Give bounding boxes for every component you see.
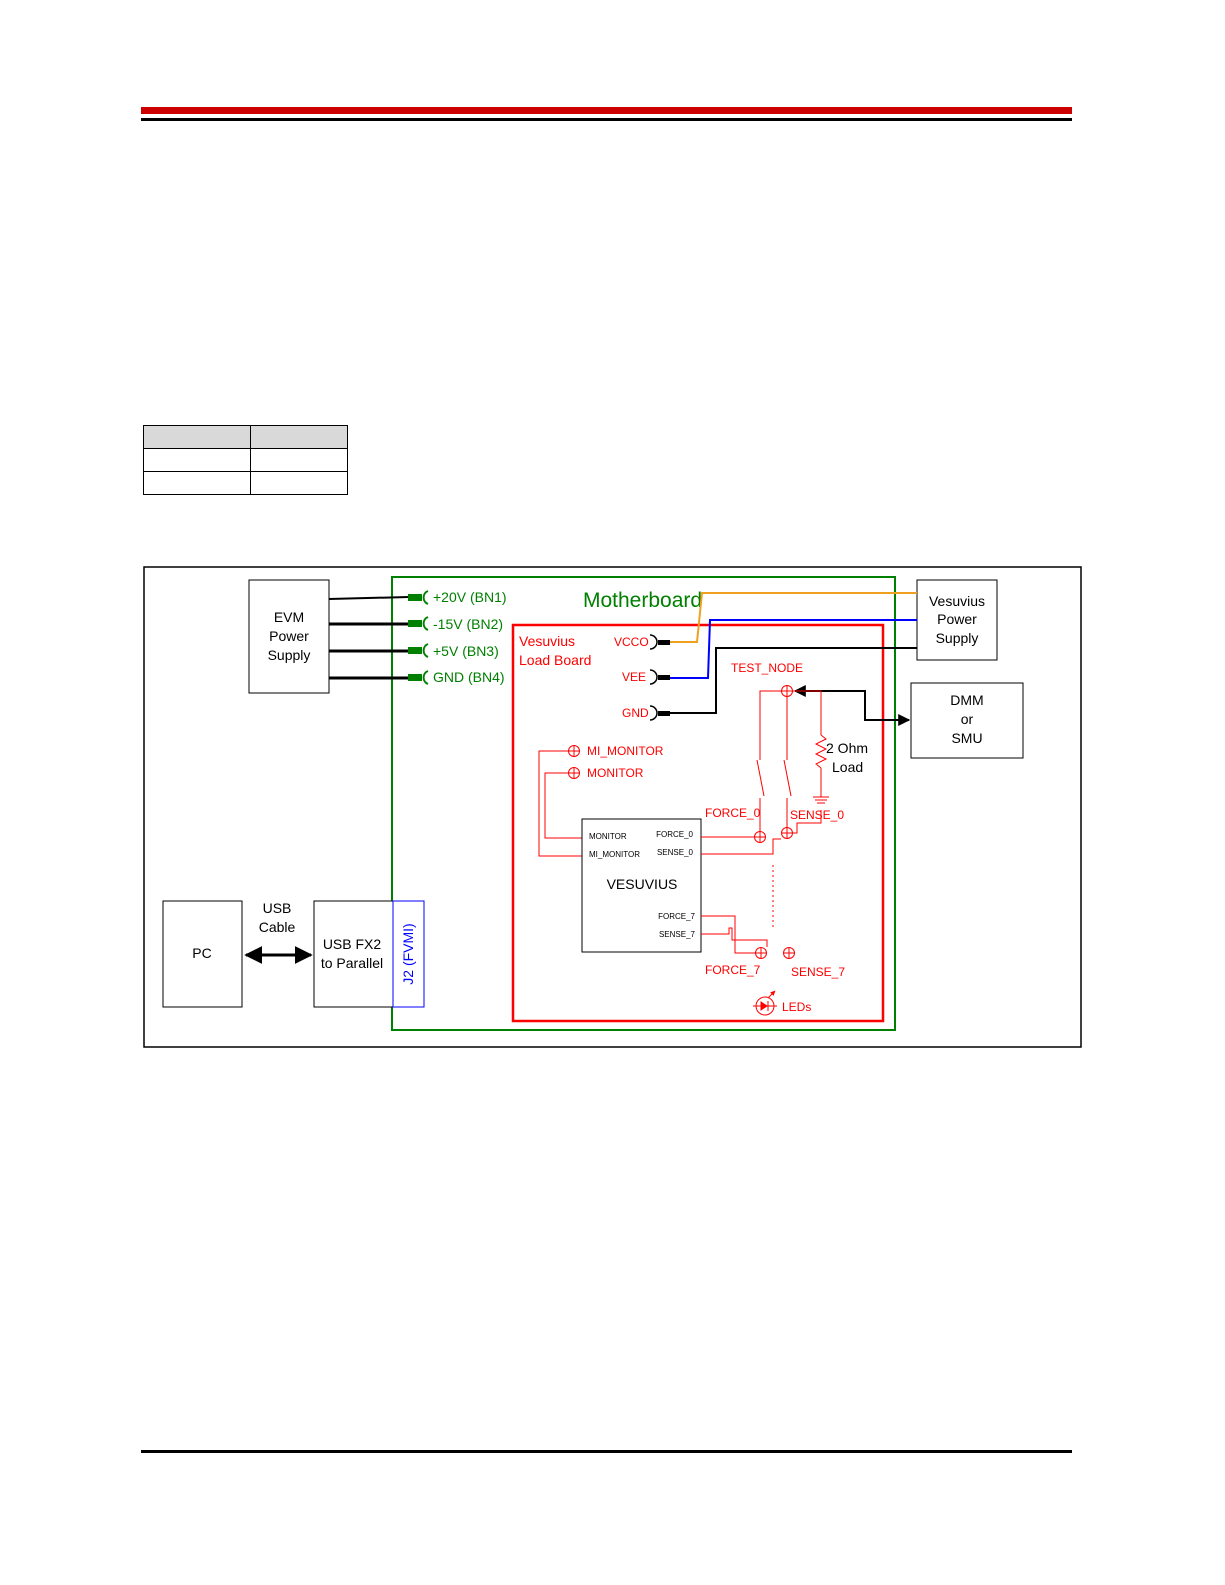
test-node-label: TEST_NODE [731, 661, 803, 675]
evm-power-supply-label-2: Power [269, 628, 309, 644]
force-0-label: FORCE_0 [705, 806, 761, 820]
chip-pin-sense-7: SENSE_7 [659, 930, 696, 939]
monitor-wiring [538, 750, 583, 857]
chip-output-wiring [701, 836, 781, 954]
force-7-label: FORCE_7 [705, 963, 761, 977]
vesuvius-chip-label: VESUVIUS [607, 876, 678, 892]
evm-power-supply-box [248, 579, 330, 694]
table-cell [143, 425, 251, 449]
supply-pin-connectors [649, 634, 670, 721]
chip-pin-monitor: MONITOR [589, 832, 627, 841]
table-cell [250, 448, 348, 472]
load-label-1: 2 Ohm [826, 740, 868, 756]
vesuvius-power-supply-label-1: Vesuvius [929, 593, 985, 609]
sense-0-label: SENSE_0 [790, 808, 844, 822]
vcco-wire [670, 592, 917, 643]
motherboard-label: Motherboard [583, 589, 702, 612]
connector-bn3-label: +5V (BN3) [433, 643, 499, 659]
gnd-pin-label: GND [622, 706, 649, 720]
vesuvius-chip [581, 818, 702, 953]
mi-monitor-label: MI_MONITOR [587, 744, 664, 758]
table-header-row [143, 425, 348, 449]
dmm-smu-box [910, 682, 1024, 759]
table-cell [250, 425, 348, 449]
gnd-wire [670, 647, 917, 714]
dmm-smu-label-1: DMM [950, 692, 983, 708]
sense-7-label: SENSE_7 [791, 965, 845, 979]
vee-wire [670, 619, 917, 679]
pc-label: PC [192, 945, 211, 961]
relay-wiring [756, 690, 829, 834]
connector-bn4-label: GND (BN4) [433, 669, 505, 685]
connector-bn1-label: +20V (BN1) [433, 589, 507, 605]
table-row [143, 471, 348, 495]
j2-connector-label: J2 (FVMI) [400, 923, 416, 984]
empty-table [143, 425, 348, 495]
evm-power-supply-label-1: EVM [274, 609, 304, 625]
usb-fx2-box [313, 900, 425, 1008]
monitor-label: MONITOR [587, 766, 644, 780]
load-label-2: Load [832, 759, 863, 775]
vesuvius-power-supply-label-2: Power [937, 611, 977, 627]
test-node-arrow [793, 685, 911, 726]
header-rule-red [141, 107, 1072, 114]
connector-bn2-label: -15V (BN2) [433, 616, 503, 632]
vesuvius-power-supply-label-3: Supply [936, 630, 979, 646]
vcco-pin-label: VCCO [614, 635, 649, 649]
motherboard-outline [391, 576, 896, 1031]
vesuvius-power-supply-box [916, 579, 998, 661]
vee-pin-label: VEE [622, 670, 646, 684]
usb-fx2-label-1: USB FX2 [323, 936, 382, 952]
usb-cable-label-2: Cable [259, 919, 296, 935]
chip-pin-sense-0: SENSE_0 [657, 848, 694, 857]
j2-connector [392, 900, 425, 1008]
test-points [568, 685, 795, 959]
dmm-smu-label-3: SMU [951, 730, 982, 746]
led-icon [753, 990, 777, 1016]
header-rule-black [141, 118, 1072, 121]
evm-wires [328, 596, 410, 680]
leds-label: LEDs [782, 1000, 811, 1014]
footer-rule [141, 1450, 1072, 1453]
diagram-frame [143, 566, 1082, 1048]
dmm-smu-label-2: or [961, 711, 974, 727]
table-cell [250, 471, 348, 495]
pc-box [162, 900, 243, 1008]
usb-fx2-label-2: to Parallel [321, 955, 383, 971]
evm-power-supply-label-3: Supply [268, 647, 311, 663]
banana-connectors [408, 590, 429, 685]
load-board-label-line1: Vesuvius [519, 633, 575, 649]
load-board-label-line2: Load Board [519, 652, 591, 668]
usb-cable-label-1: USB [263, 900, 292, 916]
chip-pin-mi-monitor: MI_MONITOR [589, 850, 640, 859]
chip-pin-force-7: FORCE_7 [658, 912, 695, 921]
chip-pin-force-0: FORCE_0 [656, 830, 693, 839]
